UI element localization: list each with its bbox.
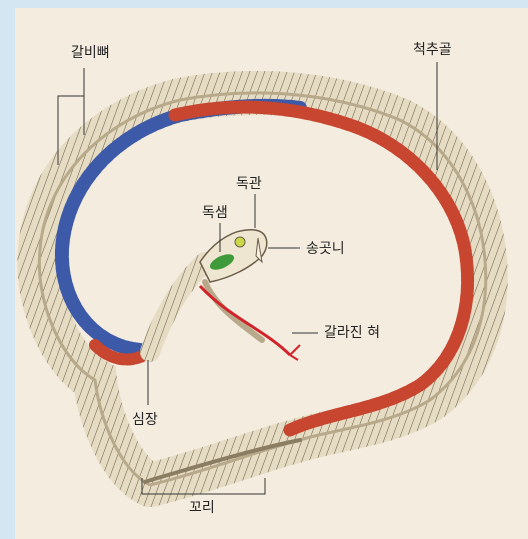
tail-label: 꼬리 [189, 500, 215, 516]
heart-label: 심장 [132, 412, 158, 428]
spine-label: 척추골 [413, 42, 452, 58]
fang-label: 송곳니 [306, 241, 345, 257]
skull [200, 230, 300, 360]
tongue-label: 갈라진 혀 [324, 325, 380, 341]
ribs-label: 갈비뼈 [71, 45, 110, 61]
eye-socket [235, 237, 245, 247]
tongue-fork [290, 345, 300, 360]
venom-gland-label: 독샘 [202, 205, 228, 221]
lower-jaw [205, 282, 262, 340]
neck-ribs [150, 262, 205, 352]
venom-duct-label: 독관 [236, 176, 262, 192]
